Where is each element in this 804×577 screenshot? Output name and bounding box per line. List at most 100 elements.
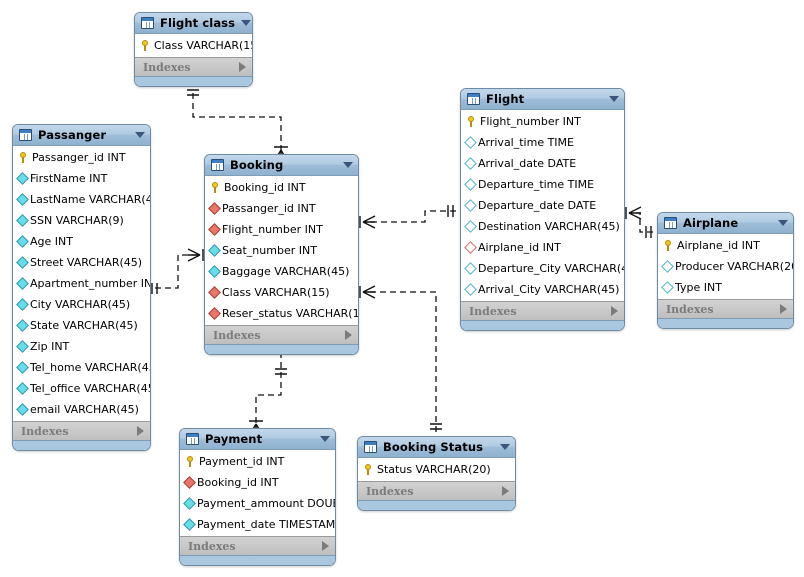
table-header[interactable]: Booking Status xyxy=(358,437,515,458)
column-row[interactable]: FirstName INT xyxy=(13,168,150,189)
column-row[interactable]: Passanger_id INT xyxy=(13,147,150,168)
table-footer xyxy=(658,318,793,328)
chevron-right-icon[interactable] xyxy=(322,541,329,551)
chevron-down-icon[interactable] xyxy=(609,96,619,102)
table-header[interactable]: Payment xyxy=(180,429,335,450)
column-row[interactable]: Reser_status VARCHAR(15) xyxy=(205,303,358,324)
indexes-label: Indexes xyxy=(469,304,517,318)
indexes-section[interactable]: Indexes xyxy=(180,536,335,555)
table-header[interactable]: Flight class xyxy=(135,13,252,34)
indexes-section[interactable]: Indexes xyxy=(658,299,793,318)
column-row[interactable]: Class VARCHAR(15) xyxy=(135,35,252,56)
column-row[interactable]: Tel_home VARCHAR(45) xyxy=(13,357,150,378)
column-row[interactable]: Departure_City VARCHAR(45) xyxy=(461,258,624,279)
column-row[interactable]: State VARCHAR(45) xyxy=(13,315,150,336)
column-label: Street VARCHAR(45) xyxy=(30,255,143,269)
chevron-right-icon[interactable] xyxy=(780,304,787,314)
cyan-diamond-icon xyxy=(16,382,29,395)
chevron-down-icon[interactable] xyxy=(500,444,510,450)
column-row[interactable]: Arrival_City VARCHAR(45) xyxy=(461,279,624,300)
column-row[interactable]: Class VARCHAR(15) xyxy=(205,282,358,303)
column-row[interactable]: Zip INT xyxy=(13,336,150,357)
indexes-section[interactable]: Indexes xyxy=(358,481,515,500)
column-row[interactable]: Passanger_id INT xyxy=(205,198,358,219)
table-header[interactable]: Airplane xyxy=(658,213,793,234)
column-label: Producer VARCHAR(20) xyxy=(675,259,794,273)
cyan-diamond-outline-icon xyxy=(464,262,477,275)
indexes-section[interactable]: Indexes xyxy=(461,301,624,320)
column-row[interactable]: Apartment_number INT xyxy=(13,273,150,294)
cyan-diamond-icon xyxy=(16,340,29,353)
key-icon xyxy=(140,40,151,51)
column-row[interactable]: Payment_id INT xyxy=(180,451,335,472)
column-row[interactable]: Departure_date DATE xyxy=(461,195,624,216)
column-row[interactable]: Street VARCHAR(45) xyxy=(13,252,150,273)
column-row[interactable]: Type INT xyxy=(658,277,793,298)
column-row[interactable]: Producer VARCHAR(20) xyxy=(658,256,793,277)
cyan-diamond-icon xyxy=(16,172,29,185)
indexes-label: Indexes xyxy=(366,484,414,498)
column-row[interactable]: SSN VARCHAR(9) xyxy=(13,210,150,231)
column-row[interactable]: Booking_id INT xyxy=(180,472,335,493)
column-label: Arrival_time TIME xyxy=(478,135,574,149)
chevron-right-icon[interactable] xyxy=(239,62,246,72)
column-row[interactable]: Tel_office VARCHAR(45) xyxy=(13,378,150,399)
chevron-down-icon[interactable] xyxy=(241,20,252,26)
indexes-section[interactable]: Indexes xyxy=(13,421,150,440)
table-header[interactable]: Flight xyxy=(461,89,624,110)
cyan-diamond-outline-icon xyxy=(661,281,674,294)
cyan-diamond-icon xyxy=(16,277,29,290)
column-list: Status VARCHAR(20) xyxy=(358,458,515,481)
column-row[interactable]: LastName VARCHAR(45) xyxy=(13,189,150,210)
chevron-down-icon[interactable] xyxy=(135,132,145,138)
chevron-down-icon[interactable] xyxy=(320,436,330,442)
indexes-section[interactable]: Indexes xyxy=(135,57,252,76)
cyan-diamond-outline-icon xyxy=(464,199,477,212)
relationship-booking-payment xyxy=(255,352,282,424)
cardinality-one-booking-bottom xyxy=(275,368,287,375)
chevron-right-icon[interactable] xyxy=(137,426,144,436)
cardinality-many-booking-right-class xyxy=(359,285,376,299)
column-row[interactable]: Departure_time TIME xyxy=(461,174,624,195)
column-row[interactable]: Age INT xyxy=(13,231,150,252)
table-header[interactable]: Booking xyxy=(205,155,358,176)
column-row[interactable]: Destination VARCHAR(45) xyxy=(461,216,624,237)
indexes-section[interactable]: Indexes xyxy=(205,325,358,344)
column-row[interactable]: Arrival_date DATE xyxy=(461,153,624,174)
table-icon xyxy=(141,17,154,29)
column-row[interactable]: Flight_number INT xyxy=(205,219,358,240)
column-row[interactable]: Airplane_id INT xyxy=(461,237,624,258)
chevron-right-icon[interactable] xyxy=(345,330,352,340)
column-row[interactable]: email VARCHAR(45) xyxy=(13,399,150,420)
table-title: Passanger xyxy=(38,128,107,142)
chevron-right-icon[interactable] xyxy=(611,306,618,316)
column-row[interactable]: Airplane_id INT xyxy=(658,235,793,256)
table-header[interactable]: Passanger xyxy=(13,125,150,146)
chevron-down-icon[interactable] xyxy=(343,162,353,168)
chevron-down-icon[interactable] xyxy=(778,220,788,226)
column-row[interactable]: Status VARCHAR(20) xyxy=(358,459,515,480)
column-row[interactable]: Baggage VARCHAR(45) xyxy=(205,261,358,282)
column-row[interactable]: Payment_ammount DOUBLE xyxy=(180,493,335,514)
column-label: Booking_id INT xyxy=(197,475,279,489)
column-row[interactable]: Flight_number INT xyxy=(461,111,624,132)
relationship-flightclass-booking xyxy=(192,93,282,150)
column-row[interactable]: City VARCHAR(45) xyxy=(13,294,150,315)
column-row[interactable]: Payment_date TIMESTAMP xyxy=(180,514,335,535)
column-row[interactable]: Arrival_time TIME xyxy=(461,132,624,153)
chevron-right-icon[interactable] xyxy=(502,486,509,496)
column-label: Departure_City VARCHAR(45) xyxy=(478,261,625,275)
column-label: Destination VARCHAR(45) xyxy=(478,219,620,233)
column-row[interactable]: Seat_number INT xyxy=(205,240,358,261)
key-icon xyxy=(210,182,221,193)
column-row[interactable]: Booking_id INT xyxy=(205,177,358,198)
